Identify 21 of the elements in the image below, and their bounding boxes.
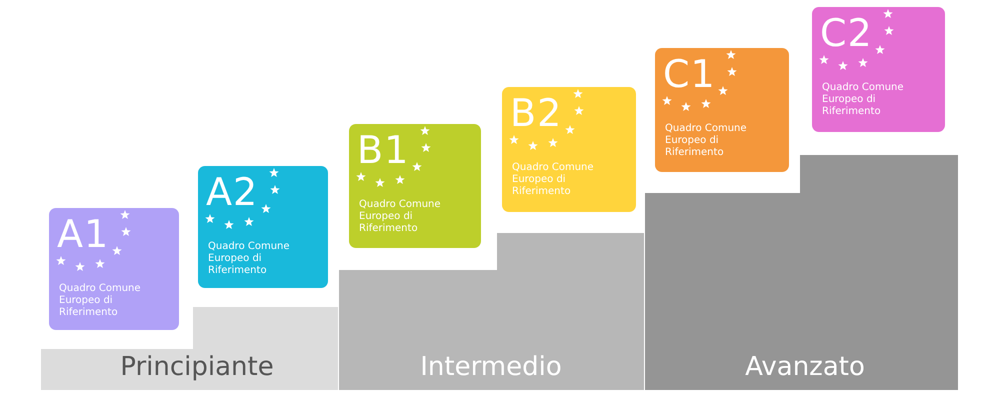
level-description: Quadro Comune Europeo di Riferimento <box>359 199 442 235</box>
step-label: Avanzato <box>745 352 865 382</box>
level-card <box>349 124 481 248</box>
level-card <box>812 7 945 132</box>
level-description: Quadro Comune Europeo di Riferimento <box>512 162 595 198</box>
level-code: A2 <box>206 170 258 214</box>
level-code: B1 <box>357 128 410 172</box>
level-description: Quadro Comune Europeo di Riferimento <box>822 82 905 118</box>
level-card <box>655 48 789 172</box>
level-description: Quadro Comune Europeo di Riferimento <box>208 241 291 277</box>
level-code: C2 <box>820 11 873 55</box>
level-code: A1 <box>57 212 110 256</box>
level-code: B2 <box>510 91 562 135</box>
level-card <box>502 87 636 212</box>
step-label: Principiante <box>120 352 274 382</box>
level-code: C1 <box>663 52 716 96</box>
level-card <box>198 166 328 288</box>
level-description: Quadro Comune Europeo di Riferimento <box>59 283 142 319</box>
level-card <box>49 208 179 330</box>
level-description: Quadro Comune Europeo di Riferimento <box>665 123 748 159</box>
step-label: Intermedio <box>420 352 562 382</box>
